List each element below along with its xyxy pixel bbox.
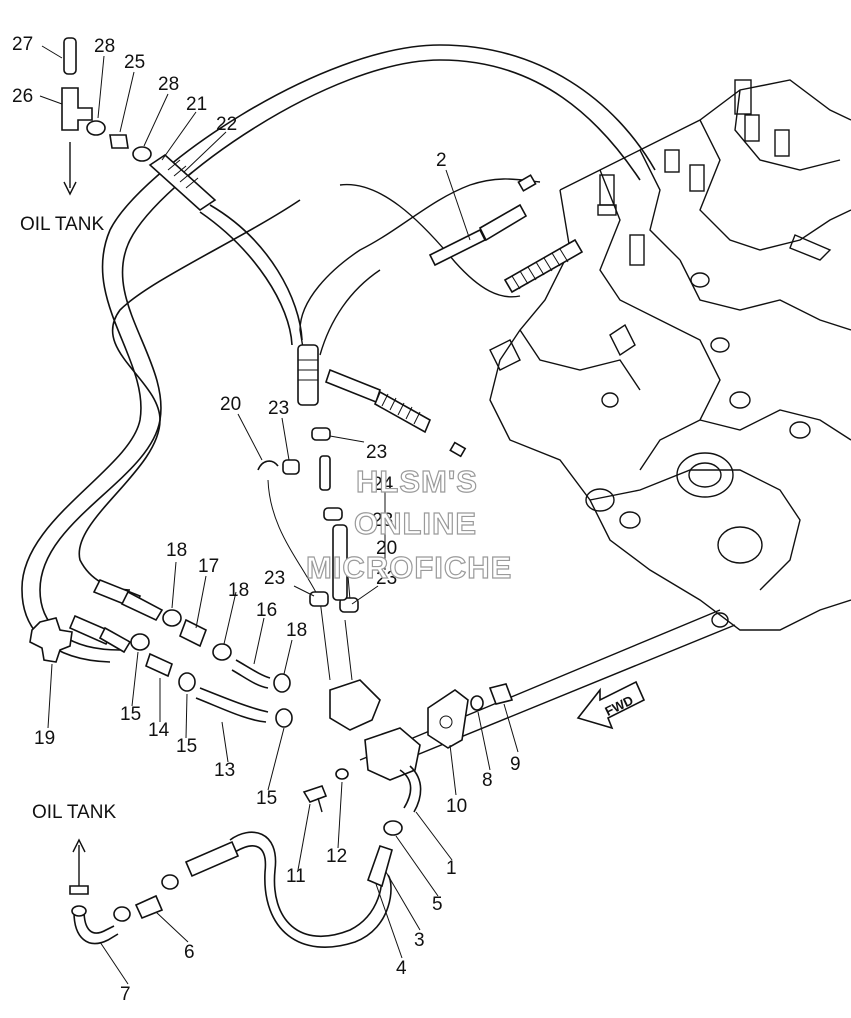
callout-23: 23	[366, 442, 387, 463]
callout-14: 14	[148, 720, 170, 741]
callout-15: 15	[120, 704, 141, 725]
callout-22: 22	[216, 114, 237, 135]
callout-23: 23	[372, 510, 393, 531]
callout-23: 23	[268, 398, 289, 419]
callout-18: 18	[228, 580, 249, 601]
callout-6: 6	[184, 942, 195, 963]
callout-17: 17	[198, 556, 219, 577]
callout-27: 27	[12, 34, 33, 55]
callout-16: 16	[256, 600, 277, 621]
callout-1: 1	[446, 858, 457, 879]
callout-13: 13	[214, 760, 235, 781]
callout-15: 15	[176, 736, 197, 757]
oil-tank-label-bottom: OIL TANK	[32, 802, 116, 823]
callout-25: 25	[124, 52, 145, 73]
callout-28: 28	[158, 74, 179, 95]
watermark-line-1: HLSM'S	[356, 464, 478, 499]
leader-lines	[39, 45, 519, 985]
callout-23: 23	[376, 568, 397, 589]
watermark: HLSM'S ONLINE MICROFICHE	[305, 463, 512, 585]
small-parts	[29, 37, 646, 945]
callout-11: 11	[286, 866, 306, 887]
watermark-line-3: MICROFICHE	[306, 550, 512, 585]
callout-18: 18	[166, 540, 187, 561]
callout-12: 12	[326, 846, 347, 867]
callout-3: 3	[414, 930, 425, 951]
callout-26: 26	[12, 86, 33, 107]
callout-18: 18	[286, 620, 307, 641]
callout-8: 8	[482, 770, 493, 791]
callout-4: 4	[396, 958, 407, 979]
watermark-line-2: ONLINE	[354, 506, 477, 541]
callout-21: 21	[186, 94, 207, 115]
callout-28: 28	[94, 36, 115, 57]
callout-9: 9	[510, 754, 521, 775]
callout-23: 23	[264, 568, 285, 589]
callout-15: 15	[256, 788, 277, 809]
callout-7: 7	[120, 984, 131, 1005]
oil-tank-label-top: OIL TANK	[20, 214, 104, 235]
callout-20: 20	[220, 394, 241, 415]
cable-routing	[21, 44, 736, 948]
callout-10: 10	[446, 796, 467, 817]
callout-20: 20	[376, 538, 397, 559]
callout-2: 2	[436, 150, 447, 171]
callout-24: 24	[372, 474, 394, 495]
callout-numbers: 27 26 28 25 28 21 22 2 20 23 23 24 23 20…	[12, 34, 521, 1005]
engine-block	[489, 79, 851, 631]
callout-19: 19	[34, 728, 55, 749]
callout-5: 5	[432, 894, 443, 915]
